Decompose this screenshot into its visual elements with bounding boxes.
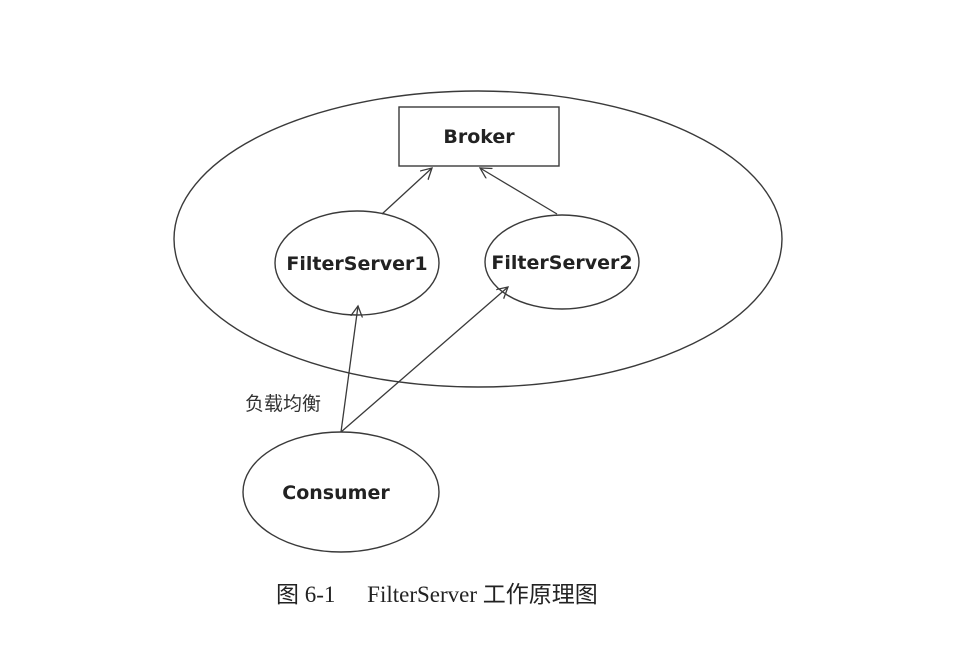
broker-label: Broker [443,126,515,148]
edge-fs2-to-broker [480,168,558,215]
edge-consumer-to-fs2 [340,287,508,433]
filter-server-2-node: FilterServer2 [484,214,640,310]
figure-title: FilterServer 工作原理图 [367,582,598,607]
server-cluster-ellipse [173,90,783,388]
consumer-label: Consumer [282,482,390,504]
filter-server-1-node: FilterServer1 [274,210,440,316]
figure-caption: 图 6-1 FilterServer 工作原理图 [276,582,598,607]
broker-node: Broker [398,106,560,167]
edge-fs1-to-broker [381,168,432,215]
consumer-node: Consumer [242,431,440,553]
filter-server-2-ellipse [484,214,640,310]
figure-number: 图 6-1 [276,582,335,607]
load-balance-label: 负载均衡 [245,393,321,415]
broker-box [398,106,560,167]
edge-consumer-to-fs1 [340,306,358,433]
filter-server-2-label: FilterServer2 [491,252,632,274]
filter-server-1-label: FilterServer1 [286,253,427,275]
